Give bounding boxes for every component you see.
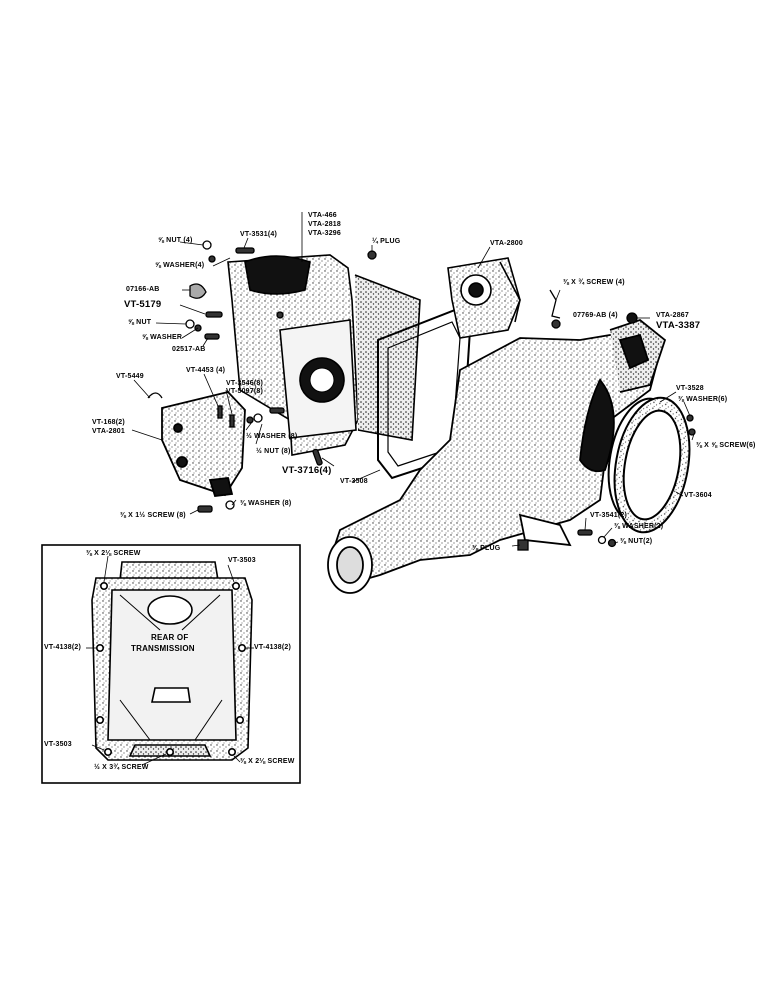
label-screw-4: ⅜ X ¾ SCREW (4) xyxy=(563,279,625,286)
label-nut-4: ⅝ NUT (4) xyxy=(158,237,193,244)
label-washer-left: ⅝ WASHER xyxy=(142,334,183,341)
label-vt-3546: VT-3546(8) xyxy=(226,380,264,387)
side-cover xyxy=(161,391,246,497)
label-plug-bottom: ⅜ PLUG xyxy=(472,545,501,552)
label-vt-3716: VT-3716(4) xyxy=(282,465,332,476)
label-vt-168: VT-168(2) xyxy=(92,419,125,426)
inset-label-screw-top: ⅜ X 2⅛ SCREW xyxy=(86,550,141,557)
label-washer-8b: ⅜ WASHER (8) xyxy=(240,500,292,507)
label-vta-3387: VTA-3387 xyxy=(656,320,701,331)
inset-title-line2: TRANSMISSION xyxy=(131,644,195,653)
label-washer-4: ⅝ WASHER(4) xyxy=(155,262,205,269)
label-washer-2: ⅜ WASHER(2) xyxy=(614,523,664,530)
inset-label-screw-bottom-right: ⅜ X 2⅛ SCREW xyxy=(240,758,295,765)
inset-label-vt-4138-right: VT-4138(2) xyxy=(254,644,292,651)
label-nut-8: ½ NUT (8) xyxy=(256,448,291,455)
label-plug-top: ¼ PLUG xyxy=(372,238,401,245)
label-vt-3541: VT-3541(2) xyxy=(590,512,628,519)
label-vta-466: VTA-466 xyxy=(308,212,337,219)
inset-label-vt-4138-left: VT-4138(2) xyxy=(44,644,82,651)
main-housing xyxy=(327,318,667,594)
inset-title-line1: REAR OF xyxy=(151,633,189,642)
front-housing xyxy=(227,254,421,456)
label-vt-5179: VT-5179 xyxy=(124,299,162,310)
label-vta-2867: VTA-2867 xyxy=(656,312,689,319)
inset-panel xyxy=(41,544,301,784)
label-screw-6: ⅜ X ⅝ SCREW(6) xyxy=(696,442,756,449)
label-vt-5097: VT-5097(8) xyxy=(226,388,264,395)
label-vt-4453: VT-4453 (4) xyxy=(186,367,226,374)
hardware-parts xyxy=(147,240,696,551)
label-vta-2800: VTA-2800 xyxy=(490,240,523,247)
leader-lines xyxy=(131,212,695,547)
label-screw-8: ⅜ X 1½ SCREW (8) xyxy=(120,512,186,519)
label-vt-3531: VT-3531(4) xyxy=(240,231,278,238)
label-washer-6: ⅜ WASHER(6) xyxy=(678,396,728,403)
label-07166-ab: 07166-AB xyxy=(126,286,160,293)
label-vta-2801: VTA-2801 xyxy=(92,428,125,435)
label-vt-3508: VT-3508 xyxy=(340,478,368,485)
label-vt-5449: VT-5449 xyxy=(116,373,144,380)
inset-label-vt-3503-top: VT-3503 xyxy=(228,557,256,564)
rear-cover xyxy=(613,396,691,534)
top-cover xyxy=(447,257,521,339)
label-nut-left: ⅝ NUT xyxy=(128,319,152,326)
label-vt-3604: VT-3604 xyxy=(684,492,712,499)
label-vt-3528: VT-3528 xyxy=(676,385,704,392)
label-washer-8: ½ WASHER (8) xyxy=(246,433,298,440)
label-nut-2: ⅜ NUT(2) xyxy=(620,538,653,545)
inset-label-screw-bottom-left: ½ X 3¾ SCREW xyxy=(94,764,149,771)
inset-label-vt-3503-bottom: VT-3503 xyxy=(44,741,72,748)
label-vta-2818: VTA-2818 xyxy=(308,221,341,228)
label-vta-3296: VTA-3296 xyxy=(308,230,341,237)
label-07769-ab: 07769-AB (4) xyxy=(573,312,618,319)
label-02517-ab: 02517-AB xyxy=(172,346,206,353)
